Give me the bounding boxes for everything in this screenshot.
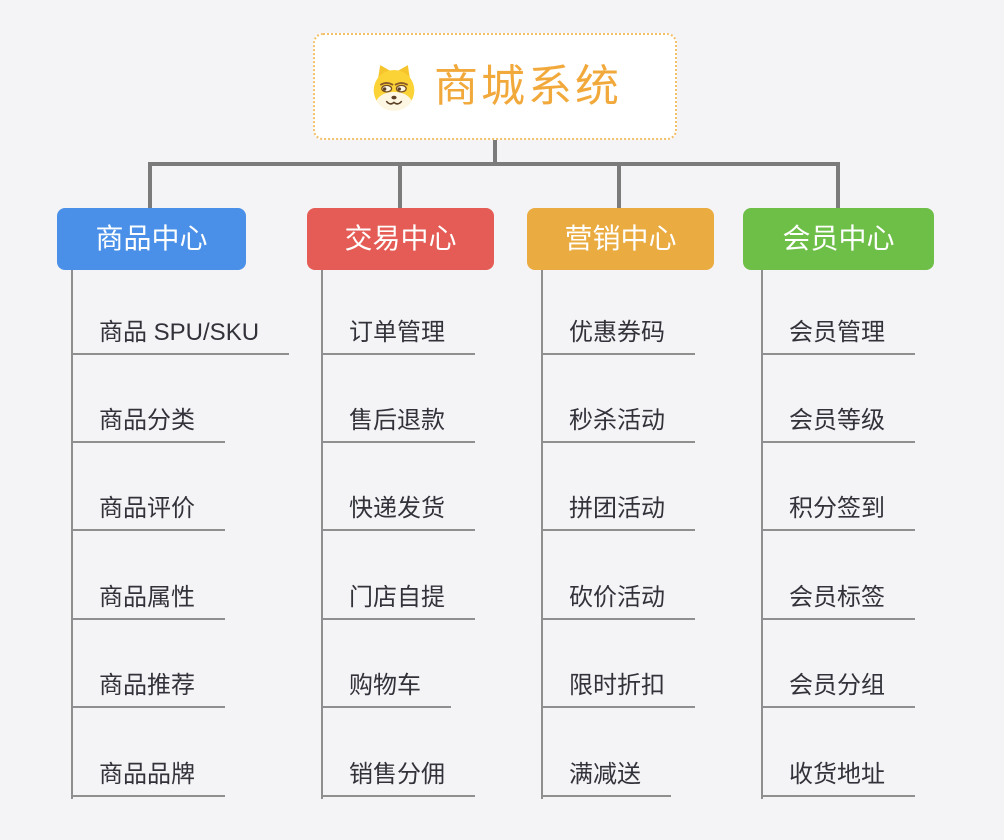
connector-drop-1 [148,162,152,208]
root-title: 商城系统 [434,61,622,111]
leaf-node[interactable]: 会员等级 [761,401,915,443]
branch-line [541,270,543,799]
branch-line [321,270,323,799]
branch-header-marketing-center[interactable]: 营销中心 [527,208,714,270]
branch-line [71,270,73,799]
leaf-node[interactable]: 会员分组 [761,666,915,708]
leaf-node[interactable]: 购物车 [321,666,451,708]
leaf-node[interactable]: 快递发货 [321,489,475,531]
leaf-node[interactable]: 秒杀活动 [541,401,695,443]
leaf-node[interactable]: 售后退款 [321,401,475,443]
leaf-node[interactable]: 商品 SPU/SKU [71,313,290,355]
leaf-node[interactable]: 拼团活动 [541,489,695,531]
leaf-node[interactable]: 限时折扣 [541,666,695,708]
leaf-node[interactable]: 会员标签 [761,578,915,620]
branch-header-product-center[interactable]: 商品中心 [57,208,246,270]
connector-root-stub [493,140,497,166]
leaf-node[interactable]: 商品推荐 [71,666,225,708]
connector-bus [148,162,840,166]
leaf-node[interactable]: 门店自提 [321,578,475,620]
connector-drop-3 [617,162,621,208]
leaf-node[interactable]: 商品分类 [71,401,225,443]
leaf-node[interactable]: 销售分佣 [321,755,475,797]
branch-header-member-center[interactable]: 会员中心 [743,208,934,270]
connector-drop-4 [836,162,840,208]
leaf-node[interactable]: 商品属性 [71,578,225,620]
branch-line [761,270,763,799]
connector-drop-2 [398,162,402,208]
leaf-node[interactable]: 会员管理 [761,313,915,355]
leaf-node[interactable]: 满减送 [541,755,671,797]
branch-column-trade-center: 订单管理 售后退款 快递发货 门店自提 购物车 销售分佣 [321,270,581,810]
leaf-node[interactable]: 收货地址 [761,755,915,797]
dog-face-icon [373,64,415,111]
branch-column-marketing-center: 优惠券码 秒杀活动 拼团活动 砍价活动 限时折扣 满减送 [541,270,801,810]
leaf-node[interactable]: 砍价活动 [541,578,695,620]
leaf-node[interactable]: 商品评价 [71,489,225,531]
root-node[interactable]: 商城系统 [313,33,677,140]
branch-column-member-center: 会员管理 会员等级 积分签到 会员标签 会员分组 收货地址 [761,270,1004,810]
branch-column-product-center: 商品 SPU/SKU 商品分类 商品评价 商品属性 商品推荐 商品品牌 [71,270,331,810]
branch-header-trade-center[interactable]: 交易中心 [307,208,494,270]
leaf-node[interactable]: 优惠券码 [541,313,695,355]
leaf-node[interactable]: 商品品牌 [71,755,225,797]
leaf-node[interactable]: 订单管理 [321,313,475,355]
leaf-node[interactable]: 积分签到 [761,489,915,531]
